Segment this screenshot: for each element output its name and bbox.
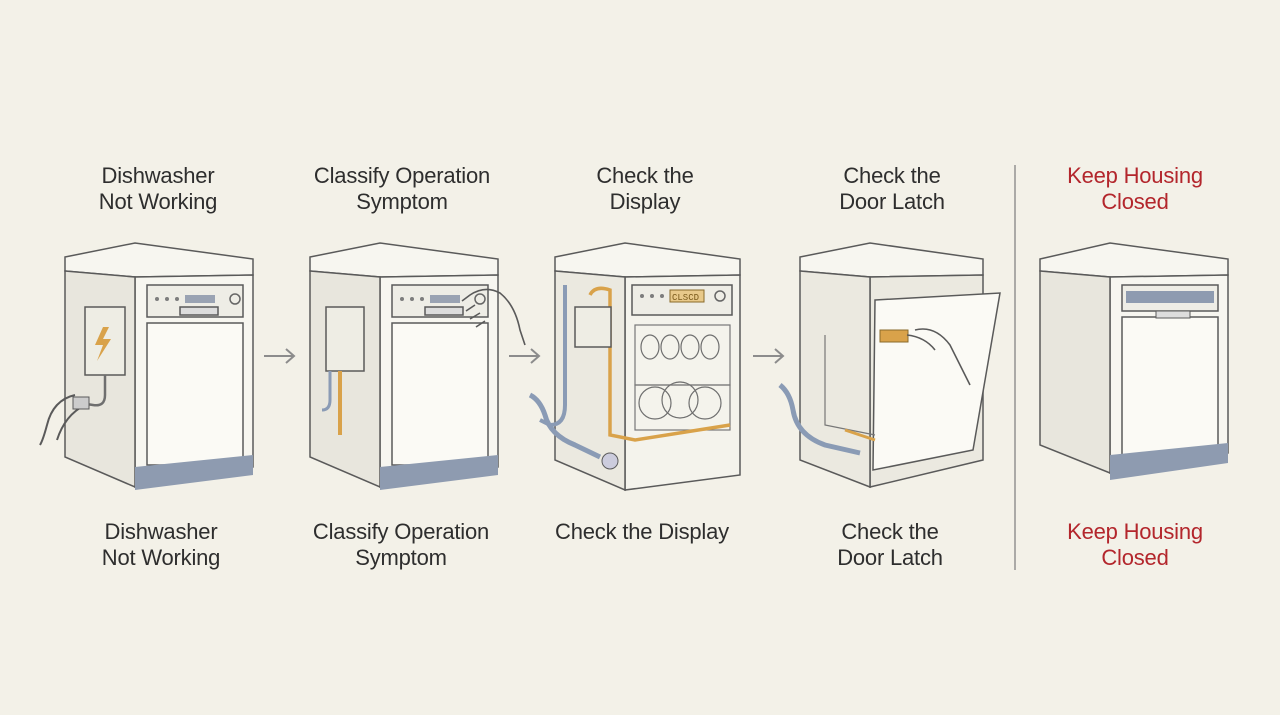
display-readout: CLSCD <box>672 293 699 303</box>
step-4-title: Check the Door Latch <box>839 163 945 214</box>
step-1-caption: Dishwasher Not Working <box>101 519 221 570</box>
dishwasher-closed-icon <box>1039 242 1229 480</box>
dishwasher-panel-press-icon <box>309 242 526 490</box>
step-5-title: Keep Housing Closed <box>1067 163 1203 214</box>
step-2-caption: Classify Operation Symptom <box>312 519 490 570</box>
step-2-title: Classify Operation Symptom <box>313 163 491 214</box>
dishwasher-cutaway-icon: CLSCD <box>528 242 741 492</box>
section-divider <box>1014 165 1016 570</box>
dishwasher-door-latch-icon <box>778 242 1001 489</box>
arrow-right-icon <box>264 348 296 364</box>
step-4-caption: Check the Door Latch <box>837 519 943 570</box>
arrow-right-icon <box>509 348 541 364</box>
step-5-caption: Keep Housing Closed <box>1067 519 1203 570</box>
step-1-title: Dishwasher Not Working <box>98 163 218 214</box>
step-3-caption: Check the Display <box>555 519 729 544</box>
step-3-title: Check the Display <box>596 163 694 214</box>
dishwasher-power-icon <box>39 242 254 490</box>
arrow-right-icon <box>753 348 785 364</box>
